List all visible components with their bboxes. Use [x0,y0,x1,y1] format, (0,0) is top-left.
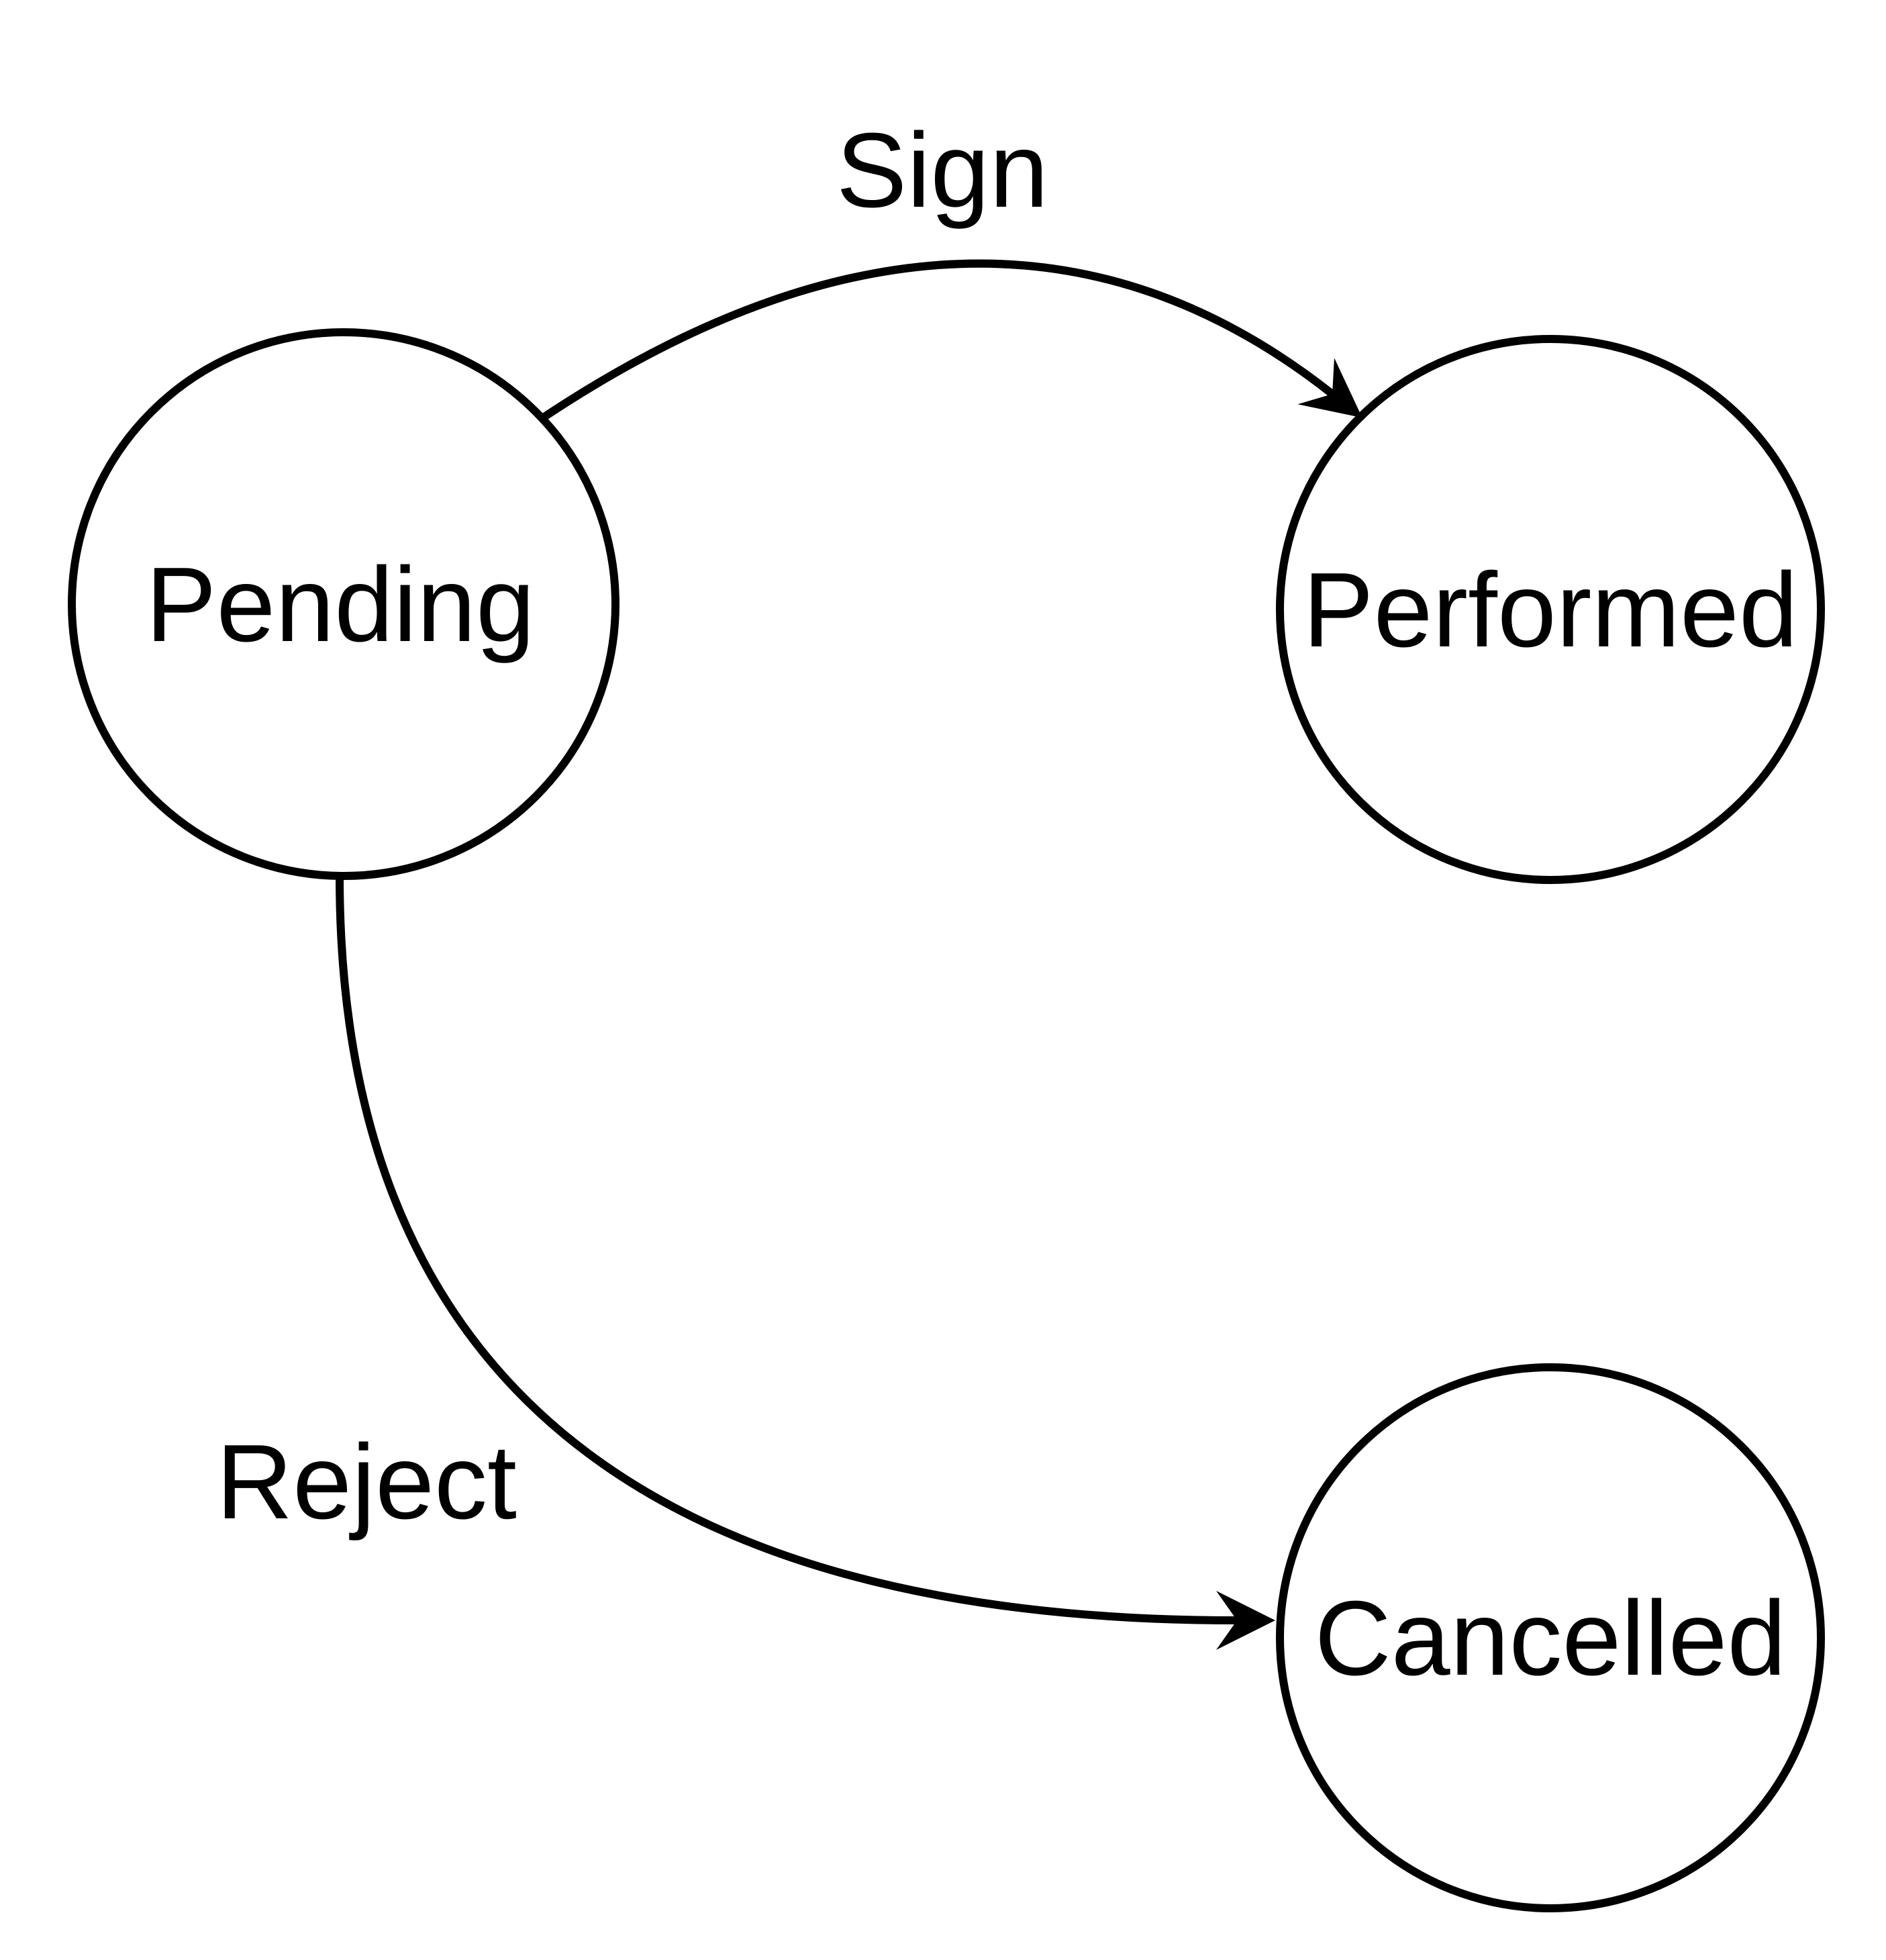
transition-sign-label: Sign [836,111,1048,230]
state-node-pending [68,328,619,880]
transition-reject-label: Reject [216,1423,517,1541]
transition-sign-edge [538,259,1362,423]
state-node-performed [1276,335,1825,884]
state-label-cancelled: Cancelled [1315,1579,1787,1698]
transition-reject-edge [336,875,1275,1650]
state-label-pending: Pending [146,546,535,664]
state-label-performed: Performed [1303,551,1798,669]
state-node-cancelled [1276,1363,1825,1912]
